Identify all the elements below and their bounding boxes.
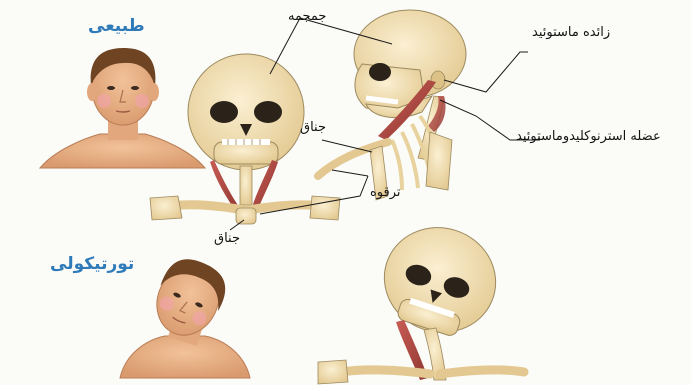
label-skull: جمجمه (288, 10, 326, 23)
front-jaw (214, 142, 278, 164)
normal-person-figure (40, 48, 205, 168)
label-clavicle: ترقوه (370, 186, 401, 199)
normal-cheek-right (135, 94, 149, 108)
title-torticollis: تورتیکولی (50, 256, 134, 273)
front-left-orbit (210, 101, 238, 123)
label-mastoid-process: زائده ماستوئید (532, 26, 610, 39)
normal-skeleton-front (150, 54, 340, 224)
normal-left-eye (107, 86, 115, 90)
side-orbit (369, 63, 391, 81)
front-spine (240, 166, 252, 205)
label-sternum-front: جناق (214, 232, 240, 245)
torticollis-shoulders (120, 336, 250, 378)
tilted-left-shoulder (318, 360, 348, 384)
front-left-shoulder (150, 196, 182, 220)
front-right-orbit (254, 101, 282, 123)
front-right-shoulder (310, 196, 340, 220)
normal-right-ear (149, 83, 159, 101)
label-sternum-side: جناق (300, 121, 326, 134)
title-normal: طبیعی (88, 18, 145, 35)
leader-skull-front (270, 18, 300, 74)
side-scapula (426, 132, 452, 190)
label-sternocleidomastoid: عضله استرنوکلیدوماستوئید (516, 130, 661, 143)
normal-left-ear (87, 83, 97, 101)
normal-cheek-left (97, 94, 111, 108)
torticollis-person-figure (120, 251, 250, 378)
tilted-clavicle-right (440, 370, 524, 374)
side-mastoid (431, 71, 445, 89)
normal-right-eye (131, 86, 139, 90)
front-sternum (236, 208, 256, 224)
torticollis-skeleton (318, 213, 524, 384)
tilted-clavicle-left (340, 370, 430, 374)
front-clavicle-left (170, 205, 244, 210)
leader-clavicle-side (332, 170, 368, 176)
